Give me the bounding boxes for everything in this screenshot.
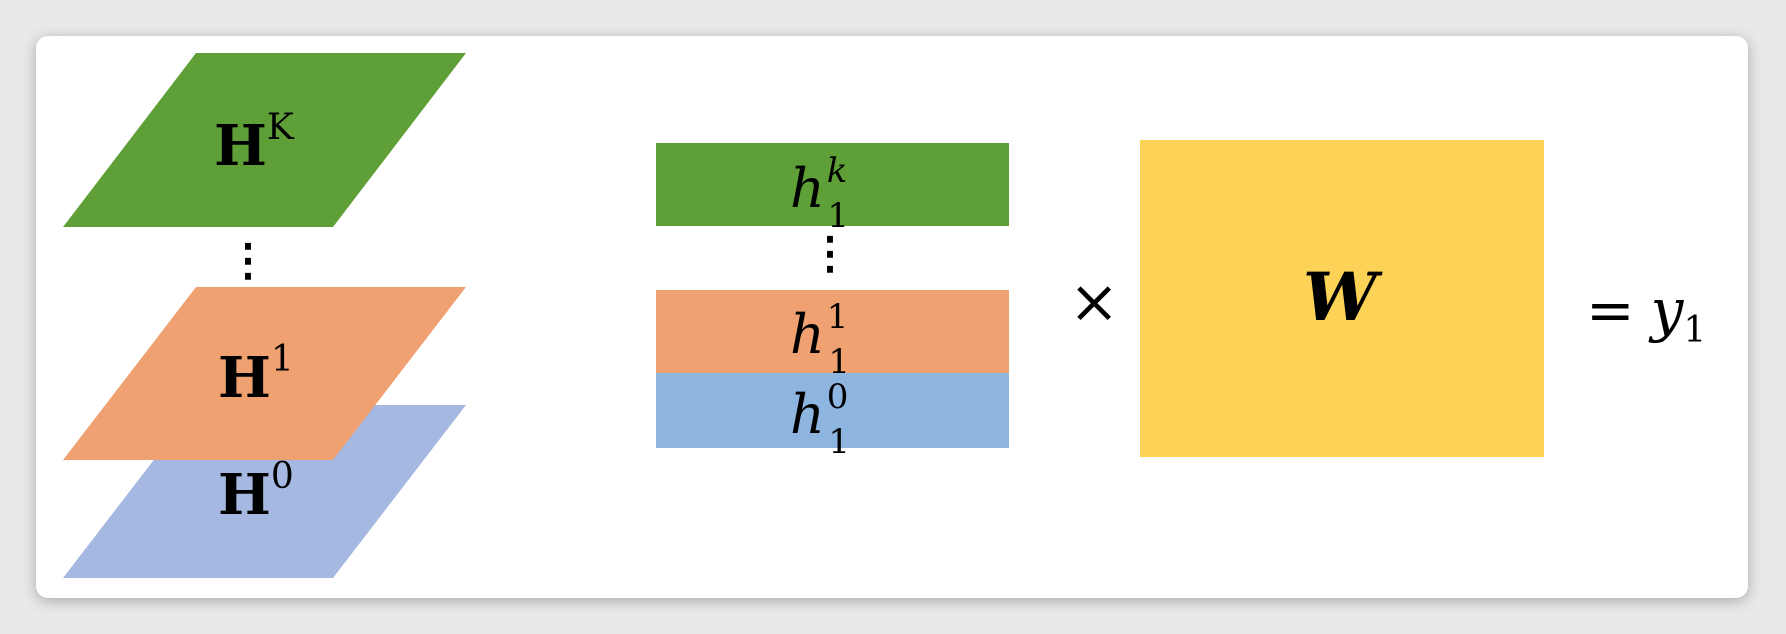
layer-stack: HK ⋮ H1 H0 <box>63 53 466 578</box>
times-operator: × <box>1069 267 1119 337</box>
weight-matrix-box <box>1140 140 1544 457</box>
vector-segment-0 <box>656 373 1009 448</box>
vector-segment-k <box>656 143 1009 226</box>
vector-ellipsis: ⋮ <box>808 228 852 279</box>
weight-matrix: W <box>1140 140 1544 457</box>
vector-segment-1 <box>656 290 1009 373</box>
layer-label-k: HK <box>214 107 295 179</box>
layer-plane-k <box>63 53 466 227</box>
layer-label-1: H1 <box>218 339 294 411</box>
layer-stack-ellipsis: ⋮ <box>226 235 270 286</box>
layer-plane-1 <box>63 287 466 460</box>
result-equation: =y1 <box>1586 276 1706 351</box>
weight-matrix-label: W <box>1303 258 1383 336</box>
layer-label-0: H0 <box>218 456 294 528</box>
